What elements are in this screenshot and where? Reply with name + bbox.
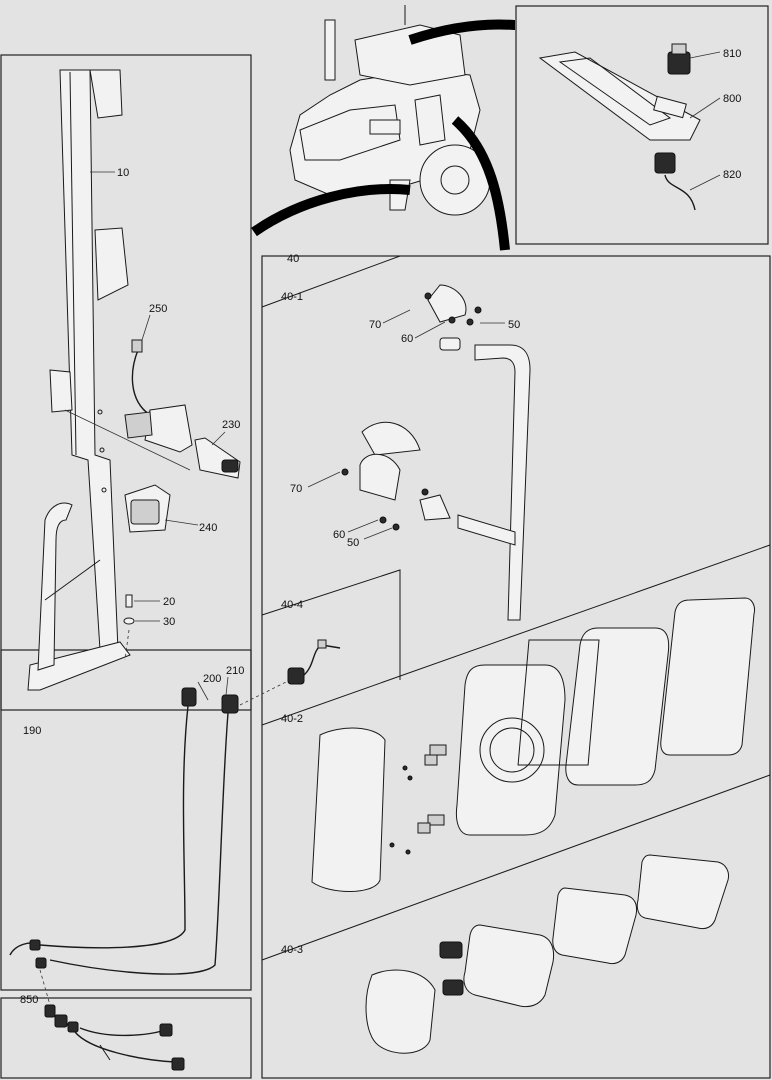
small-mirror-cover-part [365,969,436,1054]
switch-810-part [667,51,691,75]
callout-30: 30 [163,616,175,628]
mirror-cover-part [311,727,386,892]
small-mirror-housing-part [463,924,555,1008]
mirror-40-2-assembly [311,597,755,892]
mast-10-part [59,69,119,651]
harness-assembly [9,676,291,1006]
callout-40-1: 40-1 [281,291,303,303]
clamp-body-part [359,453,401,501]
panel-mast-frame [0,54,252,711]
panel-mirror-frame [261,255,771,1079]
mast-handrail-part [37,502,73,671]
callout-210: 210 [226,665,244,677]
callout-240: 240 [199,522,217,534]
mirror-40-3-assembly [365,854,729,1054]
small-mirror-glass-part [636,854,729,930]
mast-assembly [27,69,241,691]
switch-plate-part [538,51,701,141]
harness-connector-210 [221,694,239,714]
callout-40-4: 40-4 [281,599,303,611]
mirror-housing-part [455,664,566,836]
callout-40-3: 40-3 [281,944,303,956]
mirror-glass-part [660,597,755,756]
callout-60-top: 60 [401,333,413,345]
clamp-cap-part [361,421,421,456]
separator-40-4 [261,569,401,680]
separator-40-1 [261,255,401,308]
callout-250: 250 [149,303,167,315]
panel-frames [0,5,771,1079]
mast-base-part [27,641,131,691]
callout-810: 810 [723,48,741,60]
mirror-arm-part [474,344,531,621]
callout-labels: 10 20 30 250 230 240 190 200 210 850 810… [20,48,741,1006]
clamp-top-part [427,284,467,323]
panel-adapter-frame [0,997,252,1079]
callout-50-top: 50 [508,319,520,331]
callout-70-lower: 70 [290,483,302,495]
callout-20: 20 [163,596,175,608]
panel-harness-frame [0,649,252,991]
mast-bracket-part [94,227,129,301]
connector-820-part [654,152,676,174]
callout-230: 230 [222,419,240,431]
switch-panel-parts [538,43,721,211]
callout-40-2: 40-2 [281,713,303,725]
callout-190: 190 [23,725,41,737]
separator-40-2 [261,544,771,726]
worklamp-250-part [144,404,193,453]
callout-820: 820 [723,169,741,181]
mirror-arm-assembly [307,284,531,621]
callout-10: 10 [117,167,129,179]
harness-connector-200 [181,687,197,707]
callout-850: 850 [20,994,38,1006]
truck-illustration [251,5,516,251]
callout-50-lower: 50 [347,537,359,549]
connector-40-4-assembly [287,639,341,685]
callout-800: 800 [723,93,741,105]
callout-40: 40 [287,253,299,265]
mirror-frame-part [565,627,670,786]
callout-60-lower: 60 [333,529,345,541]
adapter-assembly [44,1004,185,1071]
separator-40-3 [261,774,771,961]
small-mirror-frame-part [552,887,638,965]
callout-200: 200 [203,673,221,685]
callout-70-top: 70 [369,319,381,331]
panel-switch-frame [515,5,769,245]
